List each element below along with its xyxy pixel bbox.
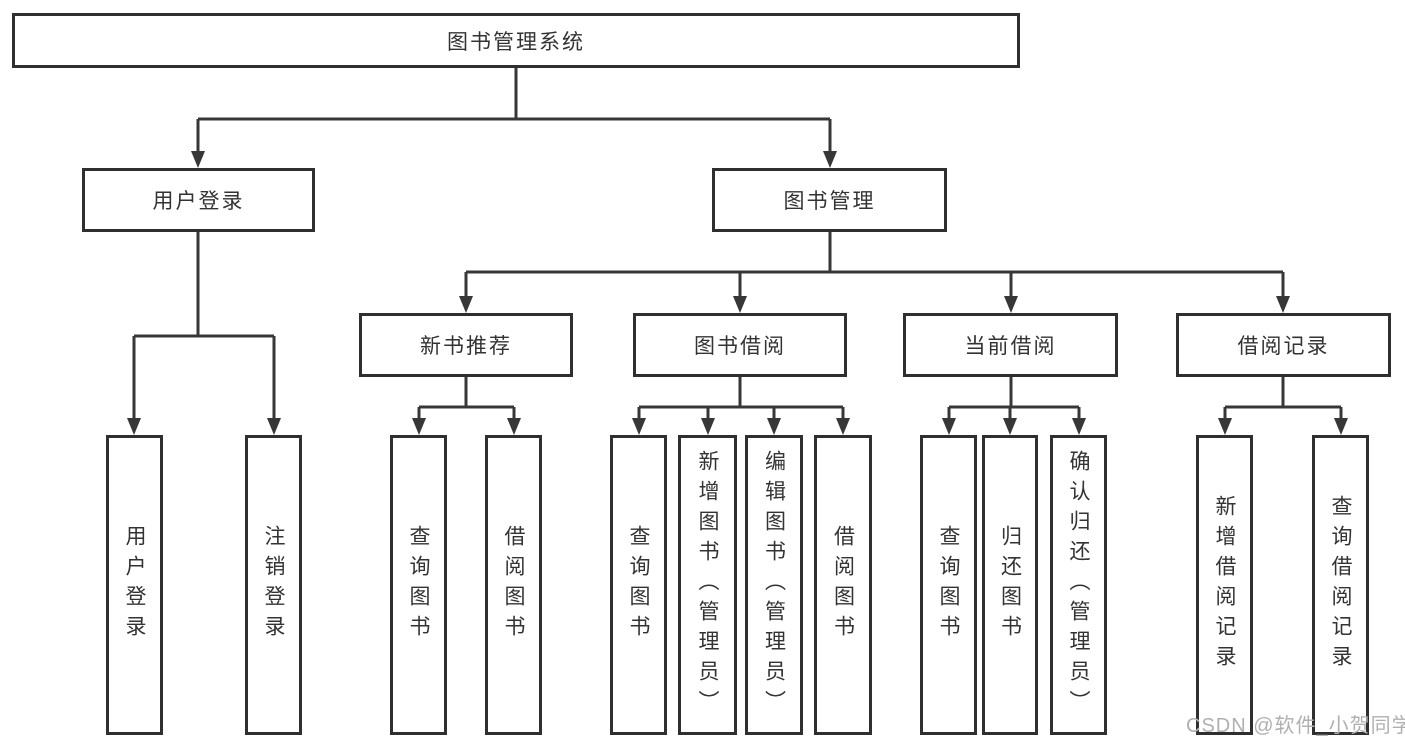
node-leaf-user-login: 用户登录	[106, 435, 163, 735]
node-leaf-return-books: 归还图书	[982, 435, 1038, 735]
node-leaf-add-borrow-record: 新增借阅记录	[1196, 435, 1253, 735]
node-user-login: 用户登录	[82, 168, 315, 232]
node-leaf-borrow-books-borrowing: 借阅图书	[814, 435, 872, 735]
node-label: 用户登录	[123, 525, 146, 645]
node-book-borrowing: 图书借阅	[633, 313, 847, 377]
node-leaf-query-books-current: 查询图书	[920, 435, 977, 735]
node-library-system: 图书管理系统	[12, 13, 1020, 68]
node-label: 借阅图书	[502, 525, 525, 645]
node-leaf-confirm-return-admin: 确认归还（管理员）	[1050, 435, 1107, 735]
node-leaf-query-books-borrowing: 查询图书	[610, 435, 667, 735]
node-label: 图书借阅	[694, 335, 786, 358]
node-leaf-edit-books-admin: 编辑图书（管理员）	[745, 435, 803, 735]
node-new-book-recommend: 新书推荐	[359, 313, 573, 377]
node-label: 新增图书（管理员）	[696, 450, 719, 720]
node-label: 当前借阅	[964, 335, 1057, 358]
node-label: 借阅记录	[1237, 335, 1330, 358]
node-label: 用户登录	[152, 190, 245, 213]
node-label: 图书管理系统	[447, 30, 585, 54]
node-label: 确认归还（管理员）	[1067, 450, 1090, 720]
node-label: 新增借阅记录	[1213, 495, 1236, 675]
node-leaf-query-borrow-record: 查询借阅记录	[1312, 435, 1369, 735]
node-label: 查询图书	[407, 525, 430, 645]
node-leaf-query-books-recommend: 查询图书	[390, 435, 447, 735]
node-label: 编辑图书（管理员）	[762, 450, 786, 720]
node-label: 查询图书	[937, 525, 960, 645]
node-label: 新书推荐	[420, 335, 512, 358]
node-leaf-add-books-admin: 新增图书（管理员）	[678, 435, 737, 735]
node-current-borrowing: 当前借阅	[903, 313, 1118, 377]
node-label: 图书管理	[783, 190, 876, 213]
node-borrowing-records: 借阅记录	[1176, 313, 1391, 377]
node-leaf-borrow-books-recommend: 借阅图书	[485, 435, 542, 735]
node-label: 注销登录	[262, 525, 285, 645]
node-label: 查询借阅记录	[1329, 495, 1352, 675]
node-leaf-logout: 注销登录	[245, 435, 302, 735]
node-book-management: 图书管理	[712, 168, 947, 232]
csdn-watermark: CSDN @软件_小贺同学	[1186, 715, 1405, 737]
node-label: 借阅图书	[831, 525, 855, 645]
node-label: 归还图书	[998, 525, 1022, 645]
node-label: 查询图书	[627, 525, 650, 645]
